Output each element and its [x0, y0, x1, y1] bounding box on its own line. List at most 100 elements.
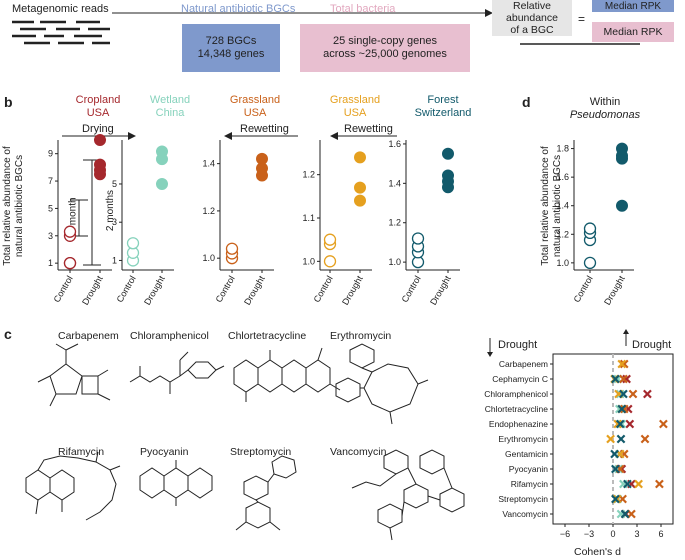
effect-marker-stroke — [613, 419, 623, 429]
drought-point-0 — [94, 158, 106, 171]
panel-d-label: d — [522, 94, 531, 110]
bacteria-genomes: across ~25,000 genomes — [323, 48, 447, 60]
control-point-3 — [323, 233, 337, 246]
effect-marker-stroke — [620, 509, 630, 519]
erythromycin-structure — [335, 343, 429, 425]
y-tick-label-5: 1.2 — [556, 229, 569, 239]
pyocyanin-structure — [139, 460, 213, 506]
control-point-4 — [411, 232, 425, 245]
category-label: Erythromycin — [498, 434, 548, 444]
effect-marker — [634, 479, 643, 489]
y-tick-label-4: 1.4 — [388, 178, 401, 188]
category-label: Rifamycin — [511, 479, 549, 489]
effect-marker — [617, 359, 627, 369]
denominator-box: Median RPK — [592, 22, 674, 42]
y-tick-label-4: 1.2 — [388, 218, 401, 228]
effect-marker-stroke — [625, 419, 635, 429]
relative-abundance-box: Relative abundance of a BGC — [492, 0, 572, 36]
forest-xlabel: Cohen's d — [574, 546, 621, 558]
y-tick-label-5: 1.8 — [556, 144, 569, 154]
control-point-3 — [323, 255, 337, 268]
drying-label: Drying — [82, 123, 114, 135]
effect-marker — [612, 494, 622, 504]
chloramphenicol-structure — [129, 351, 225, 394]
effect-marker — [627, 509, 636, 519]
effect-marker — [619, 404, 629, 414]
reads-label: Metagenomic reads — [12, 3, 109, 15]
x-tick-label: 0 — [610, 529, 615, 539]
effect-marker — [619, 359, 629, 369]
drought-point-1 — [156, 145, 168, 158]
effect-marker-stroke — [616, 434, 626, 444]
effect-marker-stroke — [640, 434, 650, 444]
molecule-name-erythromycin: Erythromycin — [330, 330, 392, 342]
effect-marker-stroke — [634, 479, 643, 489]
effect-marker — [620, 509, 630, 519]
molecule-name-pyocyanin: Pyocyanin — [140, 446, 189, 458]
y-tick-label-0: 1 — [48, 258, 53, 268]
drought-right-label: Drought — [632, 339, 672, 351]
effect-marker-stroke — [623, 479, 632, 489]
drought-point-3 — [354, 194, 366, 207]
bacteria-genes: 25 single-copy genes — [333, 35, 437, 47]
effect-marker-stroke — [612, 494, 622, 504]
molecule-name-chlortetracycline: Chlortetracycline — [228, 330, 307, 342]
y-tick-label-5: 1.6 — [556, 172, 569, 182]
effect-marker-stroke — [619, 404, 629, 414]
effect-marker-stroke — [615, 389, 625, 399]
effect-marker — [617, 404, 627, 414]
drought-point-1 — [156, 177, 168, 190]
y-tick-label-0: 7 — [48, 176, 53, 186]
arrow-up-head — [623, 329, 629, 334]
effect-marker — [615, 389, 625, 399]
y-tick-label-5: 1.4 — [556, 201, 569, 211]
y-tick-label-0: 9 — [48, 149, 53, 159]
y-tick-label-2: 1.4 — [202, 159, 215, 169]
y-tick-label-2: 1.2 — [202, 206, 215, 216]
streptomycin-structure — [235, 455, 297, 531]
effect-marker-stroke — [643, 389, 652, 399]
control-point-5 — [583, 256, 597, 270]
drought-point-3 — [354, 151, 366, 164]
effect-marker-stroke — [619, 374, 628, 384]
effect-marker — [659, 419, 668, 429]
drought-point-4 — [442, 147, 454, 160]
effect-marker — [606, 434, 615, 444]
bacteria-header: Total bacteria — [330, 3, 396, 15]
drought-left-label: Drought — [498, 339, 538, 351]
category-label: Endophenazine — [489, 419, 548, 429]
y-tick-label-4: 1.6 — [388, 139, 401, 149]
effect-marker-stroke — [611, 494, 620, 504]
y-tick-label-1: 3 — [112, 217, 117, 227]
effect-marker-stroke — [617, 464, 627, 474]
bgc-genes: 14,348 genes — [197, 48, 265, 60]
category-label: Vancomycin — [502, 509, 548, 519]
effect-marker-stroke — [614, 464, 623, 474]
reads-lines — [12, 9, 640, 45]
drought-point-3 — [354, 181, 366, 194]
y-tick-label-3: 1.0 — [302, 256, 315, 266]
effect-marker — [611, 374, 620, 384]
drought-point-0 — [94, 134, 106, 146]
x-tick-label: 6 — [658, 529, 663, 539]
rewetting-label-2: Rewetting — [344, 123, 393, 135]
control-point-2 — [225, 242, 239, 255]
category-label: Chlortetracycline — [485, 404, 549, 414]
drought-point-2 — [256, 152, 268, 165]
molecule-name-carbapenem: Carbapenem — [58, 330, 119, 342]
bgc-count: 728 BGCs — [205, 35, 257, 47]
x-tick-label: 3 — [634, 529, 639, 539]
carbapenem-structure — [37, 343, 111, 407]
effect-marker-stroke — [617, 359, 627, 369]
category-label: Gentamicin — [505, 449, 548, 459]
molecule-name-streptomycin: Streptomycin — [230, 446, 292, 458]
effect-marker-stroke — [628, 389, 638, 399]
y-tick-label-0: 5 — [48, 203, 53, 213]
control-point-0 — [63, 257, 77, 270]
